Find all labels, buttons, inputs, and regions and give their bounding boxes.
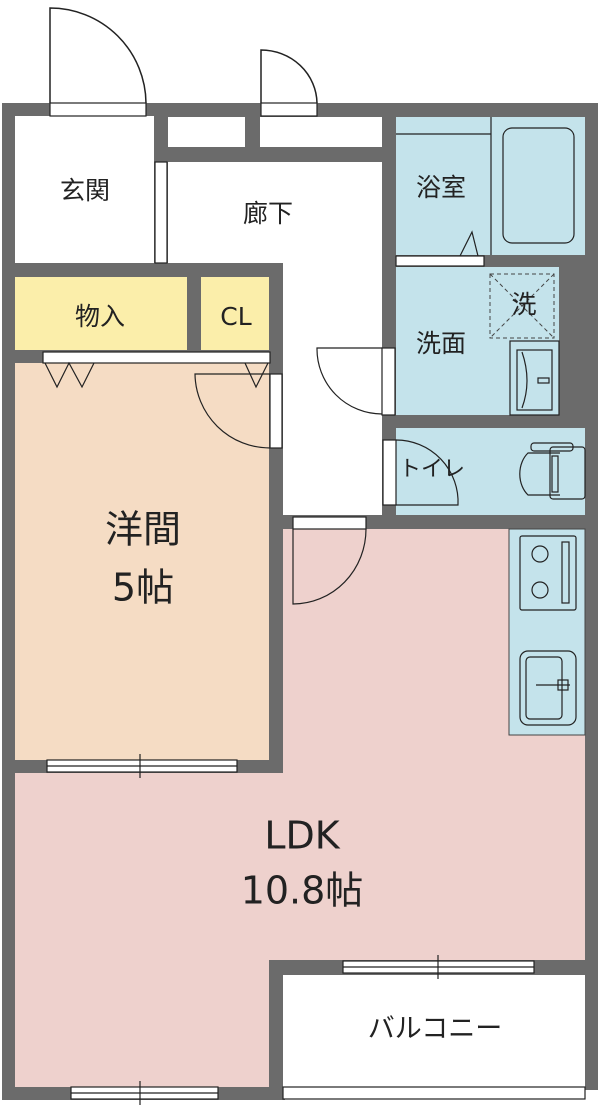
bathtub (396, 117, 575, 255)
door-swing-arc (49, 7, 147, 104)
label-toilet: トイレ (399, 457, 465, 482)
label-hallway: 廊下 (243, 199, 293, 228)
washroom-door[interactable] (381, 347, 396, 416)
entrance-door[interactable] (49, 102, 147, 117)
folding-door-icon (459, 230, 479, 257)
label-storage: 物入 (75, 302, 125, 331)
upper-closet-left (168, 117, 245, 147)
label-bathroom: 浴室 (416, 173, 466, 202)
label-balcony: バルコニー (368, 1014, 502, 1045)
folding-door-icon (44, 361, 95, 389)
door-swing-arc (260, 49, 318, 104)
kitchen-counter (508, 528, 586, 736)
storage-room (15, 277, 187, 350)
label-entrance: 玄関 (60, 176, 110, 205)
entrance-room (15, 116, 154, 263)
window-ldk[interactable] (70, 1081, 219, 1105)
storage-door[interactable] (260, 102, 318, 117)
label-closet: CL (220, 302, 251, 331)
toilet-door[interactable] (382, 439, 397, 506)
door-swing-arc (316, 347, 383, 415)
ldk-door[interactable] (292, 516, 367, 530)
door-swing-arc (395, 439, 459, 506)
window-western-room[interactable] (46, 754, 238, 778)
label-ldk-size: 10.8帖 (241, 869, 364, 913)
upper-closet-right (260, 117, 382, 147)
label-washer: 洗 (511, 290, 536, 319)
bathroom-door[interactable] (395, 255, 485, 267)
label-ldk: LDK (264, 814, 340, 858)
western-room-door[interactable] (269, 373, 283, 449)
toilet-fixture (519, 442, 586, 500)
folding-door-icon (244, 362, 269, 389)
ldk-room (15, 529, 585, 1087)
door-swing-arc (292, 528, 367, 605)
closet-door[interactable] (42, 351, 271, 364)
door-swing-arc (194, 373, 271, 449)
window-balcony[interactable] (342, 955, 535, 979)
label-washroom: 洗面 (416, 329, 466, 358)
hallway-room (168, 162, 382, 515)
label-western-room: 洋間 (105, 508, 181, 552)
balcony-railing (282, 1086, 586, 1100)
western-room (15, 363, 269, 760)
wash-basin (509, 340, 560, 416)
stove-icon (519, 535, 577, 611)
kitchen-sink-icon (519, 650, 577, 726)
entrance-partition (154, 161, 168, 264)
balcony-area (283, 975, 585, 1087)
label-western-room-size: 5帖 (112, 566, 174, 610)
washer-space (489, 273, 555, 339)
closet-room (201, 277, 269, 350)
